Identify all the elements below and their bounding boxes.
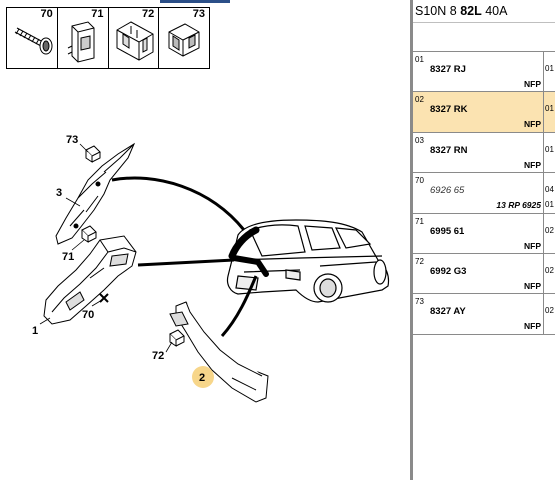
toolbar-strip [160, 0, 230, 3]
car-body [226, 219, 390, 303]
row-separator [543, 213, 544, 254]
screw-icon [14, 27, 53, 55]
diagram-pane: 70 71 [6, 0, 390, 403]
legend-number: 72 [142, 8, 155, 20]
row-part-code: 8327 AY [430, 306, 466, 318]
row-separator [543, 253, 544, 294]
part-row-70[interactable]: 70 6926 65 13 RP 6925 04 01 [413, 173, 555, 214]
row-part-code: 8327 RN [430, 144, 468, 156]
row-index: 70 [415, 176, 424, 186]
callout-highlight [192, 366, 214, 388]
row-separator [543, 92, 544, 133]
row-status: NFP [524, 240, 541, 251]
callout-71[interactable]: 71 [62, 251, 74, 263]
list-subheader [413, 23, 555, 52]
row-separator [543, 52, 544, 92]
callout-2[interactable]: 2 [199, 372, 205, 384]
row-status: 13 RP 6925 [496, 200, 541, 211]
pane-divider[interactable] [410, 0, 413, 480]
row-separator [543, 173, 544, 214]
row-quantity: 01 [545, 64, 554, 73]
row-part-code: 8327 RJ [430, 64, 466, 75]
list-header: S10N 8 82L 40A [413, 0, 555, 23]
part-2-pillar-trim [169, 301, 269, 403]
clip-icon [67, 21, 95, 63]
row-quantity: 02 [545, 225, 554, 235]
row-quantity: 02 [545, 265, 554, 275]
row-quantity: 02 [545, 306, 554, 316]
row-index: 02 [415, 95, 424, 105]
spring-clip-icon [116, 21, 153, 61]
row-quantity-secondary: 01 [545, 200, 554, 210]
callout-3[interactable]: 3 [56, 187, 62, 199]
row-status: NFP [524, 79, 541, 89]
part-row-01[interactable]: 01 8327 RJ NFP 01 [413, 52, 555, 93]
part-3-upper-trim [55, 142, 136, 245]
retainer-icon [168, 23, 200, 57]
part-row-72[interactable]: 72 6992 G3 NFP 02 [413, 253, 555, 295]
row-index: 72 [415, 256, 424, 266]
part-row-02[interactable]: 02 8327 RK NFP 01 [413, 92, 555, 133]
row-status: NFP [524, 280, 541, 291]
row-part-code: 8327 RK [430, 104, 468, 116]
legend-number: 70 [40, 8, 53, 20]
row-quantity: 04 [545, 185, 554, 195]
parts-list-pane: S10N 8 82L 40A 01 8327 RJ NFP 01 02 8327… [413, 0, 555, 480]
row-index: 71 [415, 216, 424, 226]
row-status: NFP [524, 159, 541, 170]
row-index: 03 [415, 135, 424, 145]
part-row-73[interactable]: 73 8327 AY NFP 02 [413, 294, 555, 335]
callout-70[interactable]: 70 [82, 309, 94, 321]
row-quantity: 01 [545, 144, 554, 154]
leader-lines [39, 143, 173, 353]
header-prefix: S10N 8 [415, 4, 457, 18]
legend-cell-72[interactable]: 72 [109, 8, 160, 68]
exploded-parts-diagram: 73 3 71 70 1 72 2 [32, 134, 390, 403]
part-72-clip [169, 329, 185, 347]
header-bold: 82L [460, 4, 482, 18]
row-separator [543, 132, 544, 173]
row-part-code: 6926 65 [430, 185, 465, 197]
legend-number: 71 [91, 8, 104, 20]
legend-cell-73[interactable]: 73 [159, 8, 209, 68]
row-part-code: 6992 G3 [430, 265, 467, 277]
callout-72[interactable]: 72 [152, 350, 164, 362]
row-status: NFP [524, 119, 541, 130]
part-1-lower-trim [43, 235, 137, 325]
row-status: NFP [524, 321, 541, 332]
row-index: 01 [415, 55, 424, 64]
part-71-clip [81, 225, 97, 243]
part-73-clip [85, 145, 101, 163]
row-index: 73 [415, 297, 424, 307]
callout-73[interactable]: 73 [66, 134, 78, 146]
part-row-03[interactable]: 03 8327 RN NFP 01 [413, 132, 555, 174]
row-quantity: 01 [545, 104, 554, 114]
header-suffix: 40A [485, 4, 508, 18]
callout-1[interactable]: 1 [32, 325, 38, 337]
connector-lines [111, 176, 258, 338]
window-trim-highlight [228, 226, 269, 277]
part-row-71[interactable]: 71 6995 61 NFP 02 [413, 213, 555, 254]
parts-legend: 70 71 [6, 7, 210, 69]
legend-cell-71[interactable]: 71 [58, 8, 109, 68]
row-separator [543, 294, 544, 335]
legend-cell-70[interactable]: 70 [7, 8, 58, 68]
row-part-code: 6995 61 [430, 225, 465, 237]
legend-number: 73 [192, 8, 205, 20]
